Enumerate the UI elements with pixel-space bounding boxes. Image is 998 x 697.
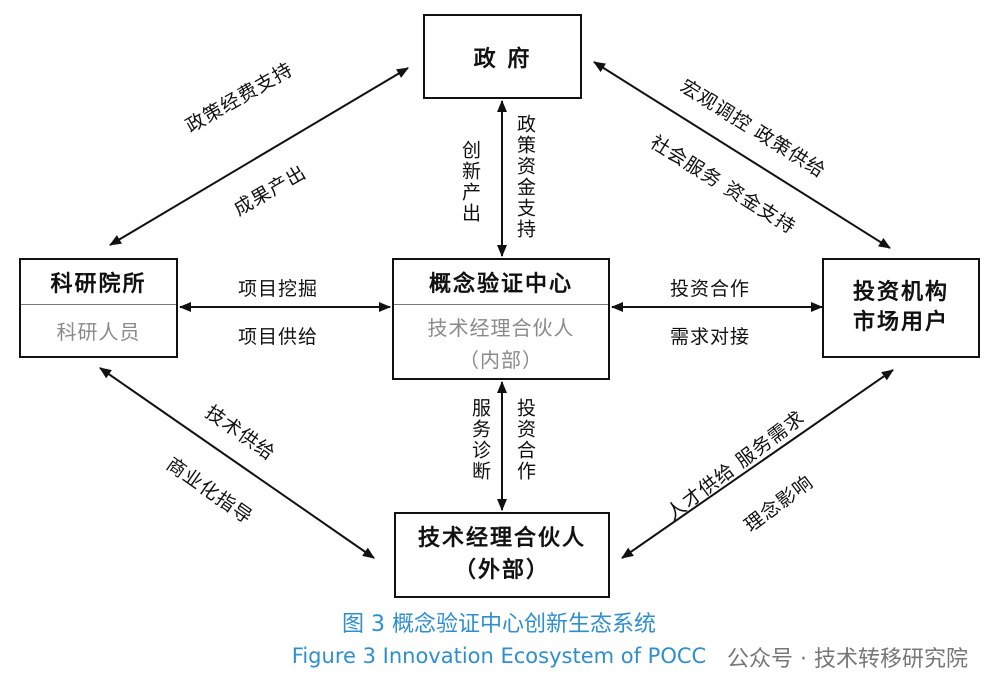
caption-en: Figure 3 Innovation Ecosystem of POCC <box>291 644 707 668</box>
node-research-sub: 科研人员 <box>56 319 141 344</box>
node-partner: 技术经理合伙人 （外部） <box>394 512 610 598</box>
node-center-sub-line1: 技术经理合伙人 <box>427 315 575 340</box>
label-research-center-bottom: 项目供给 <box>238 326 319 348</box>
node-investor-line2: 市场用户 <box>852 310 949 335</box>
node-government: 政 府 <box>423 14 582 99</box>
node-research-divider <box>21 304 176 305</box>
node-partner-line1: 技术经理合伙人 <box>417 526 586 551</box>
label-center-partner-right: 投资合作 <box>514 398 536 482</box>
arrow-investor-partner <box>621 369 894 559</box>
arrow-research-partner <box>99 367 375 559</box>
node-center-divider <box>394 304 608 305</box>
label-center-investor-bottom: 需求对接 <box>670 326 751 348</box>
label-gov-center-left: 创新产出 <box>459 140 481 224</box>
node-center-sub-line2: （内部） <box>459 347 543 372</box>
node-research: 科研院所 科研人员 <box>19 258 178 358</box>
node-investor: 投资机构 市场用户 <box>822 258 980 358</box>
node-government-label: 政 府 <box>473 46 532 72</box>
label-gov-center-right: 政策资金支持 <box>514 114 536 240</box>
ecosystem-diagram: 政 府 科研院所 科研人员 概念验证中心 技术经理合伙人 （内部） 投资机构 市… <box>19 14 980 598</box>
arrow-gov-investor <box>593 61 891 249</box>
node-research-title: 科研院所 <box>50 272 147 297</box>
watermark: 公众号 · 技术转移研究院 <box>727 647 968 672</box>
node-partner-line2: （外部） <box>453 558 550 583</box>
label-center-partner-left: 服务诊断 <box>469 398 491 482</box>
label-center-investor-top: 投资合作 <box>670 278 751 300</box>
node-center-title: 概念验证中心 <box>428 272 573 297</box>
node-investor-line1: 投资机构 <box>852 280 949 305</box>
arrow-gov-research <box>109 67 409 246</box>
connector-layer <box>99 61 894 559</box>
caption-zh: 图 3 概念验证中心创新生态系统 <box>342 612 656 637</box>
label-research-center-top: 项目挖掘 <box>238 278 319 300</box>
node-center: 概念验证中心 技术经理合伙人 （内部） <box>392 258 610 380</box>
